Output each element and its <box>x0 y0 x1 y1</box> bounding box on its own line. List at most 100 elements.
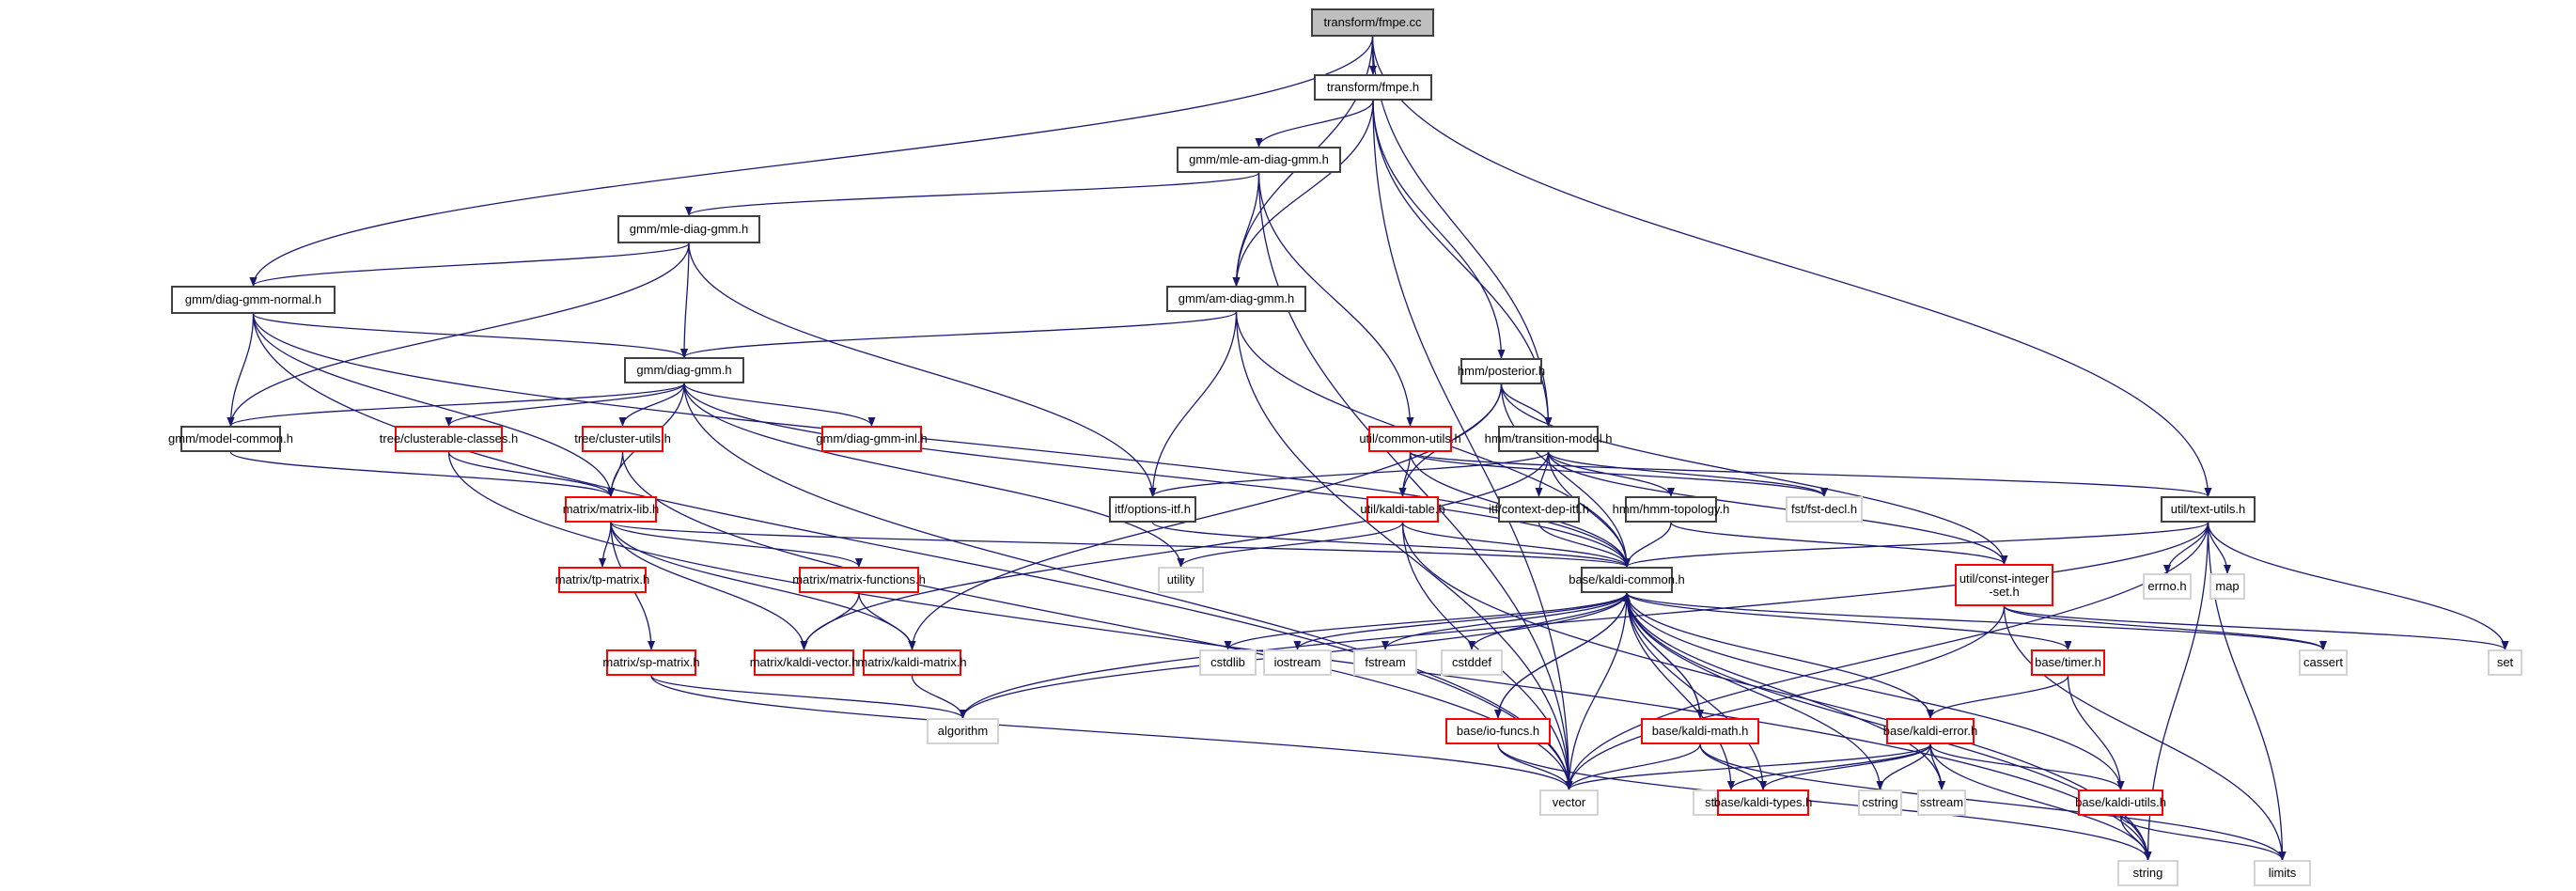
edge-diag_gmm_normal-to-matrix_lib <box>252 313 615 497</box>
edge-diag_gmm-to-kaldi_common <box>683 383 1631 568</box>
edge-diag_gmm_normal-to-model_common <box>226 313 255 427</box>
node-base-timer-h[interactable]: base/timer.h <box>2031 649 2105 676</box>
edge-diag_gmm-to-diag_gmm_inl <box>683 383 876 427</box>
edge-mle_am_diag_gmm-to-vector <box>1257 172 1573 790</box>
node-cstring[interactable]: cstring <box>1858 789 1902 816</box>
edge-mle_diag_gmm-to-options_itf <box>688 242 1157 497</box>
node-label: base/kaldi-common.h <box>1569 572 1685 586</box>
node-label: itf/context-dep-itf.h <box>1489 502 1589 516</box>
edge-mle_diag_gmm-to-diag_gmm_normal <box>249 242 690 287</box>
edge-sp_matrix-to-algorithm <box>650 675 967 719</box>
node-util-const-integer-set-h[interactable]: util/const-integer -set.h <box>1955 564 2053 606</box>
node-gmm-model-common-h[interactable]: gmm/model-common.h <box>168 426 293 452</box>
edge-io_funcs-to-vector <box>1497 743 1573 790</box>
edge-cluster_utils-to-matrix_lib <box>607 451 624 497</box>
node-gmm-diag-gmm-inl-h[interactable]: gmm/diag-gmm-inl.h <box>816 426 928 452</box>
node-label: fstream <box>1365 655 1406 669</box>
edge-timer-to-kaldi_utils <box>2067 675 2125 790</box>
node-base-io-funcs-h[interactable]: base/io-funcs.h <box>1445 718 1551 744</box>
node-gmm-mle-am-diag-gmm-h[interactable]: gmm/mle-am-diag-gmm.h <box>1177 147 1341 173</box>
node-tree-clusterable-classes-h[interactable]: tree/clusterable-classes.h <box>380 426 518 452</box>
edge-sp_matrix-to-vector <box>650 675 1573 790</box>
edge-common_utils-to-kaldi_table <box>1398 451 1412 497</box>
node-fstream[interactable]: fstream <box>1353 649 1417 676</box>
edge-transition_model-to-kaldi_common <box>1547 451 1631 568</box>
node-label: gmm/diag-gmm-inl.h <box>816 431 928 446</box>
edge-diag_gmm-to-vector <box>683 383 1573 790</box>
node-hmm-posterior-h[interactable]: hmm/posterior.h <box>1458 358 1545 384</box>
node-base-kaldi-common-h[interactable]: base/kaldi-common.h <box>1569 567 1685 593</box>
node-matrix-matrix-lib-h[interactable]: matrix/matrix-lib.h <box>563 496 659 523</box>
node-label: matrix/sp-matrix.h <box>602 655 700 669</box>
node-transform-fmpe-h[interactable]: transform/fmpe.h <box>1314 74 1432 101</box>
node-matrix-kaldi-matrix-h[interactable]: matrix/kaldi-matrix.h <box>857 649 967 676</box>
node-util-text-utils-h[interactable]: util/text-utils.h <box>2161 496 2256 523</box>
edge-kaldi_common-to-kaldi_error <box>1626 592 1934 719</box>
edge-diag_gmm_normal-to-diag_gmm <box>252 313 688 358</box>
node-itf-options-itf-h[interactable]: itf/options-itf.h <box>1109 496 1196 523</box>
node-set[interactable]: set <box>2488 649 2522 676</box>
node-limits[interactable]: limits <box>2254 860 2311 886</box>
edge-fmpe_h-to-vector <box>1372 100 1573 790</box>
node-label: string <box>2132 866 2163 880</box>
edge-kaldi_error-to-stdexcept <box>1727 743 1931 790</box>
node-matrix-tp-matrix-h[interactable]: matrix/tp-matrix.h <box>555 567 649 593</box>
edge-io_funcs-to-string <box>1497 743 2152 861</box>
edge-mle_am_diag_gmm-to-common_utils <box>1257 172 1414 427</box>
node-iostream[interactable]: iostream <box>1263 649 1332 676</box>
node-label: gmm/mle-diag-gmm.h <box>629 222 749 236</box>
edge-kaldi_error-to-kaldi_utils <box>1929 743 2125 790</box>
node-label: limits <box>2268 866 2297 880</box>
node-gmm-am-diag-gmm-h[interactable]: gmm/am-diag-gmm.h <box>1166 286 1306 312</box>
node-utility[interactable]: utility <box>1158 567 1204 593</box>
node-label: util/text-utils.h <box>2170 502 2246 516</box>
edge-transition_model-to-kaldi_vector <box>800 451 1550 650</box>
node-label: cstring <box>1862 795 1898 809</box>
edge-am_diag_gmm-to-options_itf <box>1148 311 1238 497</box>
node-gmm-diag-gmm-h[interactable]: gmm/diag-gmm.h <box>624 357 744 383</box>
node-gmm-mle-diag-gmm-h[interactable]: gmm/mle-diag-gmm.h <box>617 215 760 243</box>
edge-diag_gmm_normal-to-vector <box>252 313 1573 790</box>
node-hmm-hmm-topology-h[interactable]: hmm/hmm-topology.h <box>1613 496 1729 523</box>
node-util-common-utils-h[interactable]: util/common-utils.h <box>1359 426 1461 452</box>
node-matrix-kaldi-vector-h[interactable]: matrix/kaldi-vector.h <box>750 649 858 676</box>
edge-kaldi_common-to-fstream <box>1382 592 1628 650</box>
node-errno-h[interactable]: errno.h <box>2143 573 2192 600</box>
node-cassert[interactable]: cassert <box>2299 649 2348 676</box>
node-base-kaldi-types-h[interactable]: base/kaldi-types.h <box>1714 789 1812 816</box>
node-sstream[interactable]: sstream <box>1917 789 1966 816</box>
node-label: base/timer.h <box>2035 655 2101 669</box>
node-algorithm[interactable]: algorithm <box>927 718 999 744</box>
node-transform-fmpe-cc[interactable]: transform/fmpe.cc <box>1311 8 1434 37</box>
node-vector[interactable]: vector <box>1539 789 1599 816</box>
node-matrix-matrix-functions-h[interactable]: matrix/matrix-functions.h <box>792 567 926 593</box>
node-matrix-sp-matrix-h[interactable]: matrix/sp-matrix.h <box>602 649 700 676</box>
edge-kaldi_common-to-cassert <box>1626 592 2327 650</box>
node-label: vector <box>1552 795 1586 809</box>
node-hmm-transition-model-h[interactable]: hmm/transition-model.h <box>1485 426 1612 452</box>
edge-transition_model-to-fst_decl <box>1547 451 1828 497</box>
node-tree-cluster-utils-h[interactable]: tree/cluster-utils.h <box>574 426 671 452</box>
edge-kaldi_common-to-kaldi_utils <box>1626 592 2125 790</box>
edge-common_utils-to-text_utils <box>1409 451 2212 497</box>
edge-fmpe_cc-to-diag_gmm_normal <box>249 36 1374 287</box>
node-util-kaldi-table-h[interactable]: util/kaldi-table.h <box>1360 496 1445 523</box>
node-base-kaldi-utils-h[interactable]: base/kaldi-utils.h <box>2075 789 2166 816</box>
edge-kaldi_common-to-cstddef <box>1468 592 1628 650</box>
edge-text_utils-to-kaldi_common <box>1623 522 2209 568</box>
node-cstdlib[interactable]: cstdlib <box>1199 649 1257 676</box>
node-fst-fst-decl-h[interactable]: fst/fst-decl.h <box>1786 496 1863 523</box>
edge-diag_gmm-to-utility <box>683 383 1185 568</box>
node-base-kaldi-math-h[interactable]: base/kaldi-math.h <box>1641 718 1759 744</box>
edge-const_integer_set-to-limits <box>2003 605 2287 861</box>
node-itf-context-dep-itf-h[interactable]: itf/context-dep-itf.h <box>1489 496 1589 523</box>
node-label: cstdlib <box>1210 655 1245 669</box>
edge-mle_diag_gmm-to-diag_gmm <box>680 242 690 358</box>
node-base-kaldi-error-h[interactable]: base/kaldi-error.h <box>1883 718 1977 744</box>
node-string[interactable]: string <box>2117 860 2178 886</box>
edge-matrix_lib-to-kaldi_vector <box>610 522 808 650</box>
edge-mle_am_diag_gmm-to-mle_diag_gmm <box>685 172 1260 216</box>
node-map[interactable]: map <box>2209 573 2245 600</box>
node-cstddef[interactable]: cstddef <box>1441 649 1503 676</box>
node-gmm-diag-gmm-normal-h[interactable]: gmm/diag-gmm-normal.h <box>171 286 336 314</box>
